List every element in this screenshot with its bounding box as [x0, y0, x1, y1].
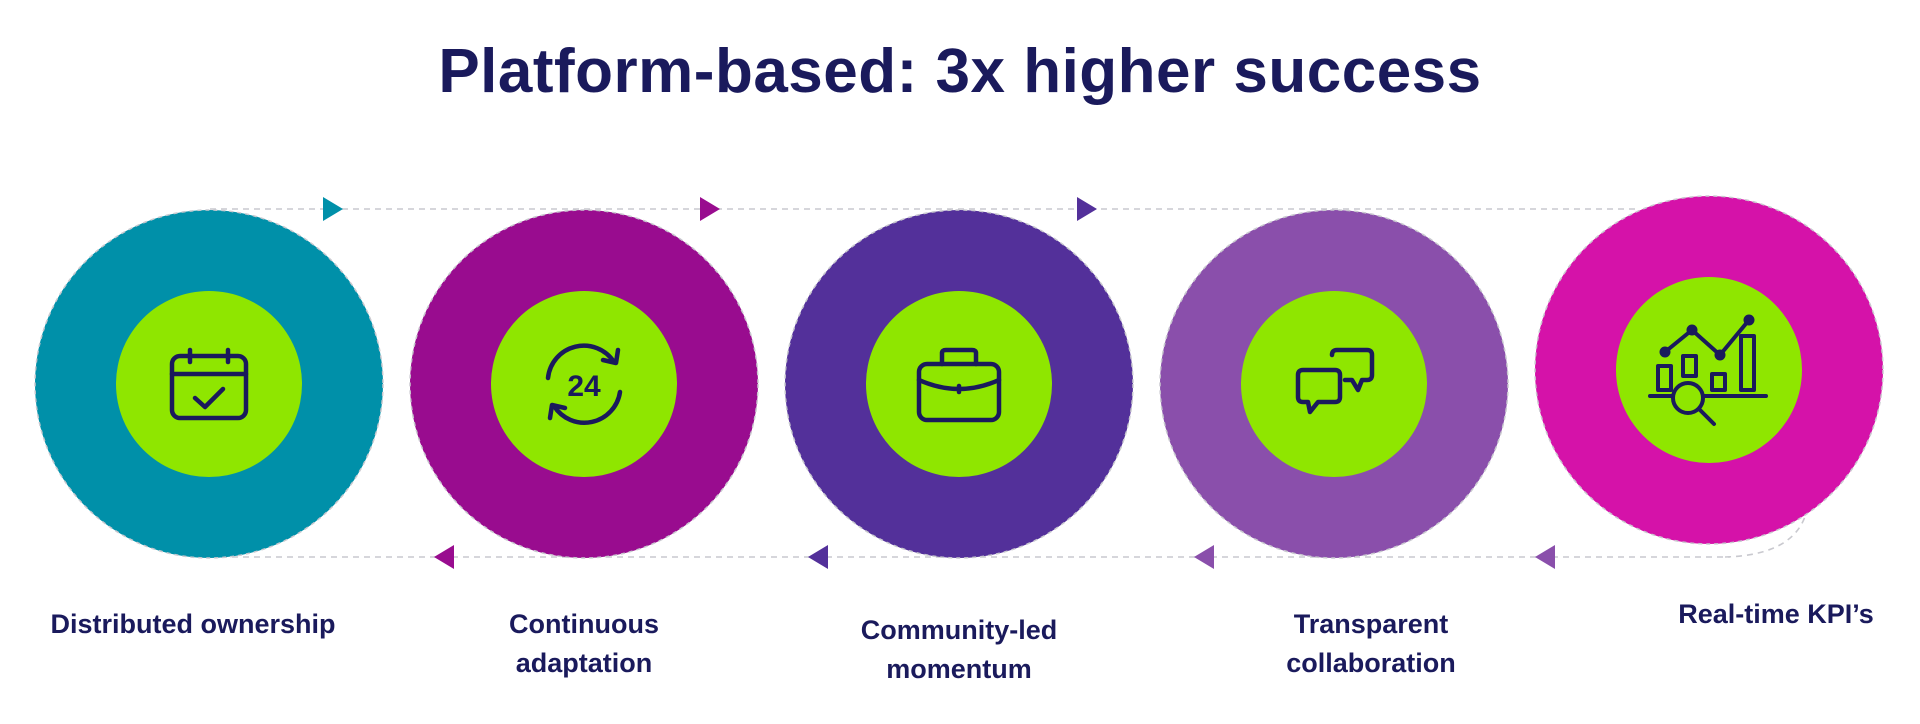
step-1-inner-circle [116, 291, 302, 477]
step-4-label-line-1: Transparent [1293, 609, 1449, 639]
step-2-label-line-2: adaptation [515, 648, 653, 678]
step-3-label: Community-led momentum [799, 611, 1119, 689]
analytics-chart-icon [1648, 314, 1768, 426]
chat-bubbles-icon [1295, 347, 1375, 415]
step-2-label-line-1: Continuous [509, 609, 659, 639]
arrow-left-1 [434, 545, 454, 569]
arrow-left-2 [808, 545, 828, 569]
step-1-label-line-1: Distributed ownership [50, 609, 336, 639]
step-5-label: Real-time KPI’s [1616, 595, 1920, 634]
step-5 [1534, 195, 1884, 545]
arrow-right-1 [323, 197, 343, 221]
page-title: Platform-based: 3x higher success [438, 37, 1482, 106]
step-3 [784, 209, 1134, 559]
step-4 [1159, 209, 1509, 559]
24-hour-cycle-icon: 24 [545, 343, 623, 425]
arrow-right-3 [1077, 197, 1097, 221]
return-curve-connector [1724, 504, 1809, 558]
step-1-label: Distributed ownership [33, 605, 353, 644]
step-1 [34, 209, 384, 559]
arrow-left-3 [1194, 545, 1214, 569]
arrow-left-4 [1535, 545, 1555, 569]
step-4-inner-circle [1241, 291, 1427, 477]
step-3-label-line-2: momentum [886, 654, 1032, 684]
step-3-label-line-1: Community-led [860, 615, 1058, 645]
step-5-inner-circle [1616, 277, 1802, 463]
step-4-label-line-2: collaboration [1286, 648, 1456, 678]
step-2-inner-circle [491, 291, 677, 477]
arrow-right-2 [700, 197, 720, 221]
step-2: 24 [409, 209, 759, 559]
step-2-label: Continuous adaptation [424, 605, 744, 683]
svg-text:24: 24 [567, 370, 601, 403]
briefcase-icon [916, 347, 1002, 423]
step-5-label-line-1: Real-time KPI’s [1678, 599, 1874, 629]
calendar-check-icon [169, 347, 249, 421]
step-4-label: Transparent collaboration [1211, 605, 1531, 683]
